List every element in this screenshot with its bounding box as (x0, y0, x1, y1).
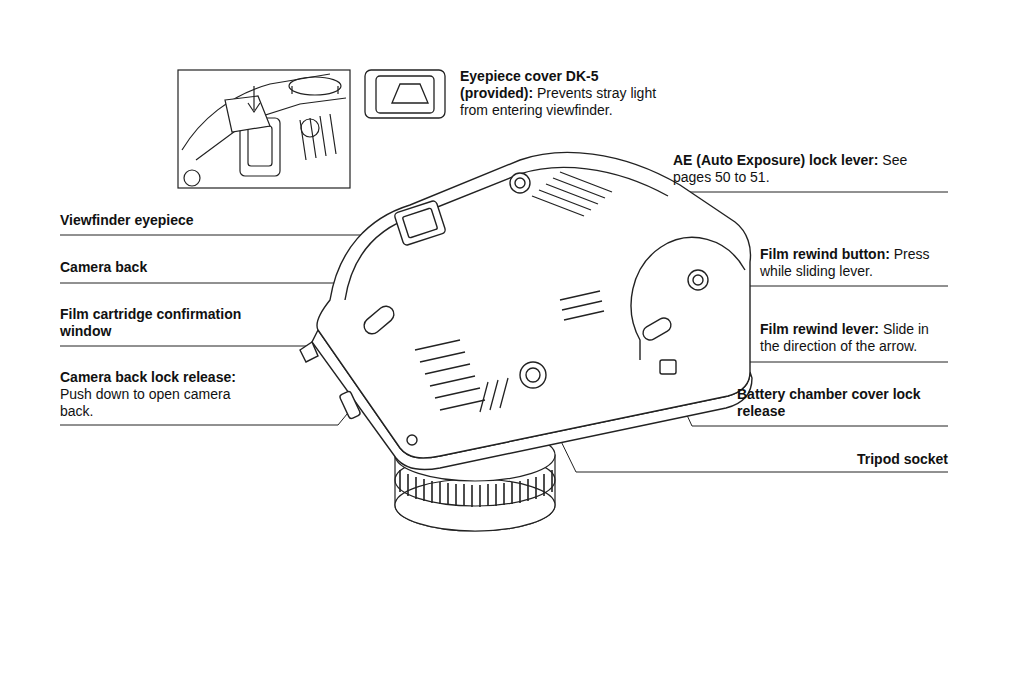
eyepiece-inset (300, 114, 336, 160)
eyepiece-cover-icon (392, 84, 428, 103)
camera-body (407, 435, 417, 445)
callout: Camera back lock release:Push down to op… (60, 369, 260, 420)
part-name: Film cartridge confirmation window (60, 306, 275, 340)
camera-body (480, 378, 508, 412)
eyepiece-inset (178, 70, 350, 188)
part-description: Push down to open camera back. (60, 386, 260, 420)
camera-body (631, 237, 745, 360)
eyepiece-inset (248, 126, 272, 166)
part-name: Tripod socket (760, 451, 948, 468)
callout: Film rewind button:Press while sliding l… (760, 246, 948, 280)
camera-body (410, 172, 612, 412)
camera-body (339, 391, 361, 420)
eyepiece-cover-icon (365, 70, 445, 118)
camera-body (410, 332, 485, 410)
eyepiece-inset (248, 86, 260, 112)
camera-body (560, 291, 604, 320)
camera-body (520, 362, 546, 388)
eyepiece-inset (178, 70, 350, 188)
lens (400, 470, 552, 507)
part-name: Camera back lock release: (60, 369, 260, 386)
eyepiece-inset (289, 77, 341, 95)
eyepiece-cover-icon (365, 70, 445, 118)
callout: Battery chamber cover lock release (737, 386, 948, 420)
part-name: AE (Auto Exposure) lock lever: (673, 152, 878, 168)
camera-body (300, 342, 318, 362)
part-name: Film rewind lever: (760, 321, 879, 337)
camera-body (688, 270, 708, 290)
callout: Eyepiece cover DK-5 (provided):Prevents … (460, 68, 675, 119)
part-name: Film rewind button: (760, 246, 890, 262)
eyepiece-inset (301, 119, 319, 137)
callout: Viewfinder eyepiece (60, 212, 360, 229)
camera-body (693, 275, 703, 285)
lens (395, 479, 555, 531)
camera-body (641, 315, 674, 342)
camera-body (402, 208, 437, 238)
camera-body (660, 360, 676, 374)
eyepiece-inset (184, 170, 200, 186)
leader-line (60, 235, 396, 236)
callout: Camera back (60, 259, 360, 276)
camera-body (532, 172, 612, 216)
callout: Film cartridge confirmation window (60, 306, 275, 340)
part-name: Camera back (60, 259, 360, 276)
eyepiece-inset (225, 96, 270, 132)
camera-body (526, 368, 540, 382)
callout: Film rewind lever:Slide in the direction… (760, 321, 948, 355)
camera-body (394, 200, 446, 246)
part-name: Viewfinder eyepiece (60, 212, 360, 229)
callout: AE (Auto Exposure) lock lever:See pages … (673, 152, 948, 186)
camera-body (510, 173, 530, 193)
camera-body (515, 178, 525, 188)
lens (400, 470, 552, 507)
leader-line (60, 408, 352, 425)
eyepiece-cover-icon (376, 76, 434, 113)
eyepiece-inset (292, 86, 338, 94)
camera-body (345, 167, 668, 300)
camera-body (300, 152, 752, 469)
part-name: Battery chamber cover lock release (737, 386, 948, 420)
callout: Tripod socket (760, 451, 948, 468)
camera-body (317, 152, 751, 457)
camera-body (361, 303, 397, 337)
